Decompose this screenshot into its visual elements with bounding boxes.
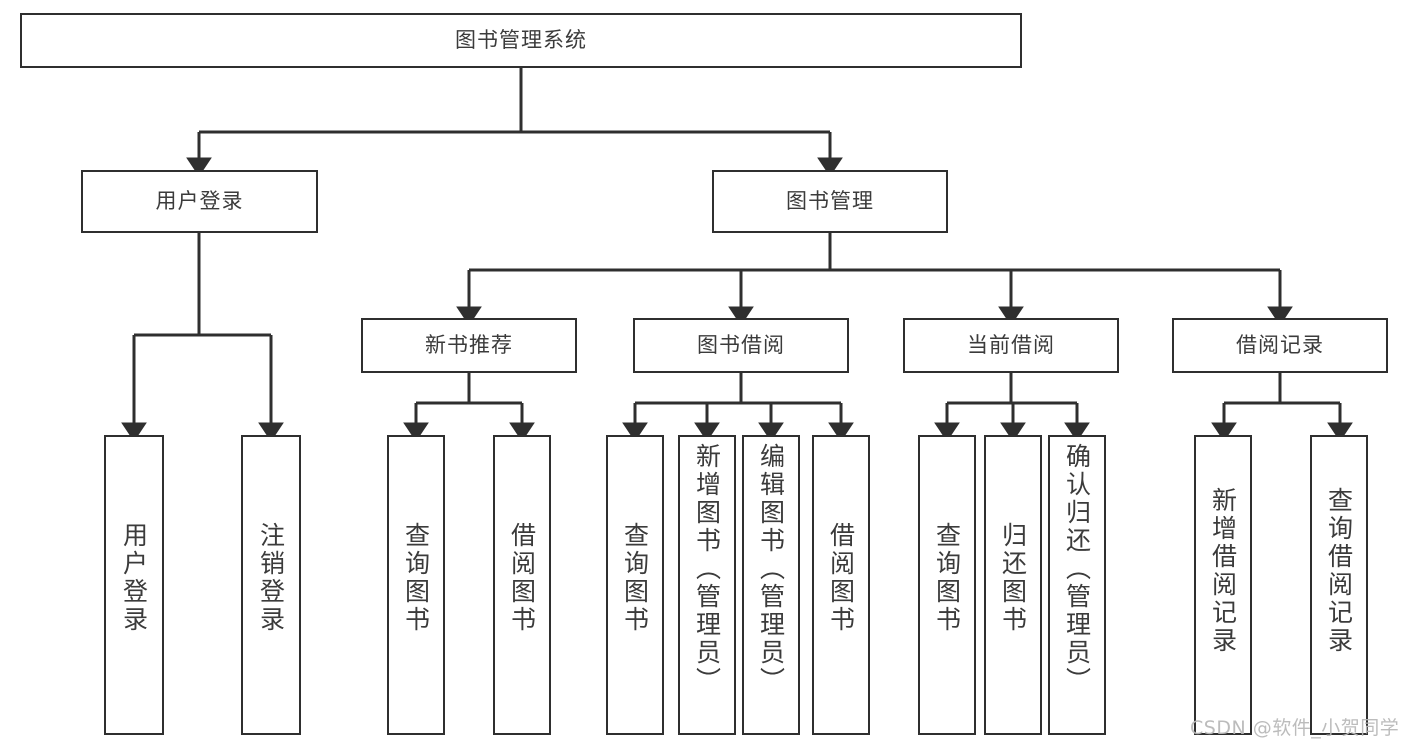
node-new-book-recommend[interactable]: 新书推荐	[361, 318, 577, 373]
node-leaf-new-book-borrow[interactable]: 借阅图书	[493, 435, 551, 735]
node-leaf-record-query[interactable]: 查询借阅记录	[1310, 435, 1368, 735]
node-user-login[interactable]: 用户登录	[81, 170, 318, 233]
node-current-borrow-label: 当前借阅	[967, 332, 1055, 357]
node-leaf-label: 注销登录	[256, 522, 286, 634]
node-leaf-user-login-logout[interactable]: 注销登录	[241, 435, 301, 735]
node-leaf-borrow-add-book[interactable]: 新增图书（管理员）	[678, 435, 736, 735]
node-root-label: 图书管理系统	[455, 27, 587, 52]
node-leaf-label: 查询借阅记录	[1324, 487, 1354, 655]
node-leaf-record-add[interactable]: 新增借阅记录	[1194, 435, 1252, 735]
node-leaf-label: 借阅图书	[826, 522, 856, 634]
node-leaf-current-return[interactable]: 归还图书	[984, 435, 1042, 735]
node-leaf-label: 新增借阅记录	[1208, 487, 1238, 655]
node-book-borrow[interactable]: 图书借阅	[633, 318, 849, 373]
node-new-book-recommend-label: 新书推荐	[425, 332, 513, 357]
node-leaf-new-book-query[interactable]: 查询图书	[387, 435, 445, 735]
node-leaf-label: 编辑图书（管理员）	[756, 443, 786, 695]
node-leaf-current-confirm-return[interactable]: 确认归还（管理员）	[1048, 435, 1106, 735]
node-borrow-record-label: 借阅记录	[1236, 332, 1324, 357]
csdn-watermark: CSDN @软件_小贺同学	[1190, 713, 1399, 740]
node-book-borrow-label: 图书借阅	[697, 332, 785, 357]
node-leaf-user-login-login[interactable]: 用户登录	[104, 435, 164, 735]
node-leaf-borrow-borrow-book[interactable]: 借阅图书	[812, 435, 870, 735]
node-leaf-label: 确认归还（管理员）	[1062, 443, 1092, 695]
node-leaf-label: 查询图书	[932, 522, 962, 634]
node-borrow-record[interactable]: 借阅记录	[1172, 318, 1388, 373]
node-current-borrow[interactable]: 当前借阅	[903, 318, 1119, 373]
node-leaf-label: 查询图书	[620, 522, 650, 634]
node-leaf-label: 新增图书（管理员）	[692, 443, 722, 695]
node-leaf-label: 归还图书	[998, 522, 1028, 634]
node-user-login-label: 用户登录	[155, 188, 244, 213]
node-leaf-label: 查询图书	[401, 522, 431, 634]
node-root[interactable]: 图书管理系统	[20, 13, 1022, 68]
node-leaf-current-query[interactable]: 查询图书	[918, 435, 976, 735]
node-leaf-label: 用户登录	[119, 522, 149, 634]
node-leaf-borrow-query[interactable]: 查询图书	[606, 435, 664, 735]
watermark-text: CSDN @软件_小贺同学	[1190, 717, 1400, 739]
node-book-management[interactable]: 图书管理	[712, 170, 948, 233]
node-leaf-borrow-edit-book[interactable]: 编辑图书（管理员）	[742, 435, 800, 735]
node-book-management-label: 图书管理	[786, 188, 874, 213]
node-leaf-label: 借阅图书	[507, 522, 537, 634]
